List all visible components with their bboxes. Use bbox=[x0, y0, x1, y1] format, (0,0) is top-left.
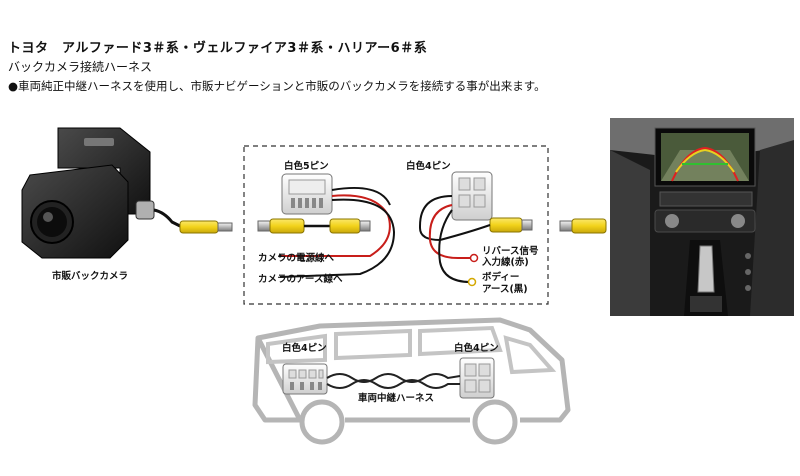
vehicle-outline bbox=[252, 317, 571, 423]
vehicle-connector-right-label: 白色4ピン bbox=[454, 343, 499, 354]
rca-plug-box-center bbox=[329, 218, 371, 234]
rca-jack-box-left bbox=[257, 218, 305, 234]
page-title: トヨタ アルファード3＃系・ヴェルファイア3＃系・ハリアー6＃系 bbox=[8, 41, 428, 56]
wire-body-ground bbox=[438, 209, 471, 283]
back-camera-image bbox=[21, 127, 181, 259]
body-ground-label-2: アース(黒) bbox=[482, 284, 528, 295]
vehicle-wheels bbox=[299, 399, 518, 445]
page-subtitle: バックカメラ接続ハーネス bbox=[8, 60, 153, 74]
camera-ground-label: カメラのアース線へ bbox=[258, 274, 343, 285]
wire-camera-ground bbox=[279, 198, 396, 278]
connector-5pin bbox=[281, 173, 333, 215]
vehicle-connector-right bbox=[459, 357, 495, 399]
wire-reverse-signal bbox=[428, 204, 472, 259]
rca-plug-camera bbox=[179, 220, 233, 234]
reverse-signal-label-2: 入力線(赤) bbox=[482, 257, 529, 268]
camera-power-label: カメラの電源線へ bbox=[258, 253, 335, 264]
vehicle-harness-label: 車両中継ハーネス bbox=[358, 393, 435, 404]
body-ground-label-1: ボディー bbox=[482, 272, 520, 283]
connector-4pin-label: 白色4ピン bbox=[406, 161, 451, 172]
wire-5pin-lead bbox=[331, 186, 391, 206]
vehicle-connector-left-label: 白色4ピン bbox=[282, 343, 327, 354]
vehicle-connector-left bbox=[282, 363, 328, 395]
vehicle-harness-wire-1 bbox=[326, 373, 461, 383]
camera-label: 市販バックカメラ bbox=[52, 271, 129, 282]
rca-plug-navi bbox=[559, 218, 607, 234]
dashboard-photo bbox=[610, 118, 794, 316]
rca-jack-box-right bbox=[489, 217, 533, 233]
harness-kit-box bbox=[243, 145, 549, 305]
description-text: ●車両純正中継ハーネスを使用し、市販ナビゲーションと市販のバックカメラを接続する… bbox=[8, 79, 546, 93]
vehicle-windows bbox=[266, 325, 557, 375]
connector-4pin-box bbox=[451, 171, 493, 221]
vehicle-harness-wire-2 bbox=[326, 379, 460, 389]
reverse-signal-label-1: リバース信号 bbox=[482, 246, 539, 257]
connector-5pin-label: 白色5ピン bbox=[284, 161, 329, 172]
